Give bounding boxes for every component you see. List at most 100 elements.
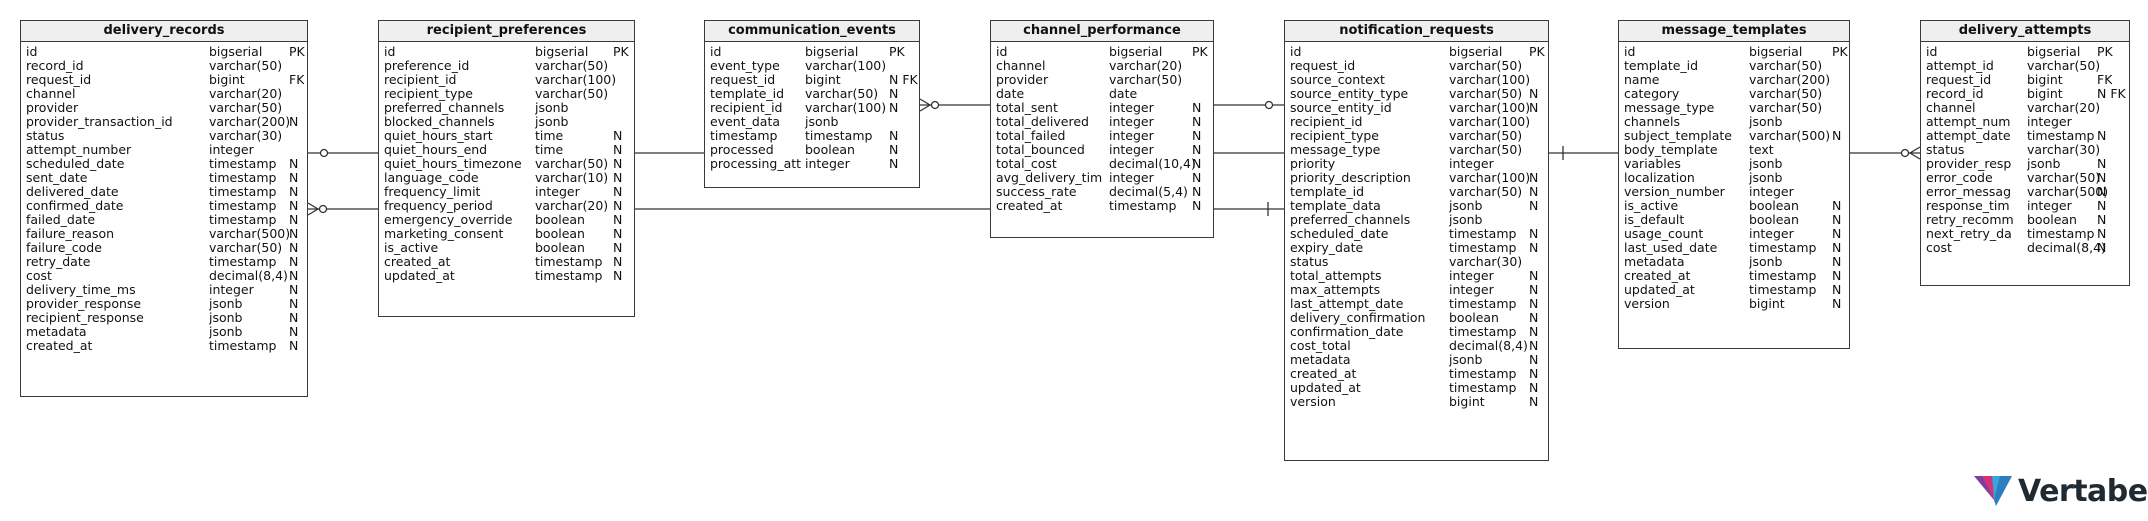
column-type: varchar(100) — [1449, 73, 1531, 87]
column-flag: N — [613, 269, 623, 283]
column-name: frequency_period — [384, 199, 493, 213]
column-name: total_cost — [996, 157, 1057, 171]
column-type: timestamp — [535, 255, 603, 269]
column-flag: N — [1529, 311, 1539, 325]
column-name: quiet_hours_start — [384, 129, 493, 143]
column-type: integer — [535, 185, 580, 199]
column-name: category — [1624, 87, 1680, 101]
column-type: varchar(100) — [535, 73, 617, 87]
column-type: boolean — [2027, 213, 2077, 227]
column-name: scheduled_date — [1290, 227, 1389, 241]
column-flag: PK — [289, 45, 305, 59]
column-flag: N — [289, 157, 299, 171]
column-type: jsonb — [535, 101, 569, 115]
column-type: varchar(50) — [535, 59, 609, 73]
column-name: processing_att — [710, 157, 802, 171]
column-name: status — [1926, 143, 1965, 157]
column-type: varchar(50) — [805, 87, 879, 101]
column-flag: N — [613, 185, 623, 199]
column-name: attempt_date — [1926, 129, 2011, 143]
column-flag: N — [289, 283, 299, 297]
column-flag: N — [1832, 129, 1842, 143]
column-name: localization — [1624, 171, 1695, 185]
column-name: version — [1624, 297, 1670, 311]
column-type: integer — [1109, 115, 1154, 129]
column-type: timestamp — [535, 269, 603, 283]
column-flag: N FK — [889, 73, 918, 87]
column-flag: N — [889, 157, 899, 171]
column-flag: N — [1529, 297, 1539, 311]
column-name: request_id — [1926, 73, 1992, 87]
column-type: jsonb — [1449, 199, 1483, 213]
column-name: channel — [26, 87, 76, 101]
column-flag: N — [1192, 143, 1202, 157]
column-name: metadata — [1290, 353, 1351, 367]
column-flag: N — [1529, 227, 1539, 241]
column-name: request_id — [26, 73, 92, 87]
column-type: bigint — [805, 73, 841, 87]
column-name: timestamp — [710, 129, 778, 143]
column-type: varchar(10) — [535, 171, 609, 185]
column-flag: N — [613, 213, 623, 227]
column-type: timestamp — [209, 213, 277, 227]
column-name: message_type — [1624, 101, 1715, 115]
column-name: cost — [26, 269, 52, 283]
column-type: integer — [2027, 199, 2072, 213]
column-type: varchar(30) — [209, 129, 283, 143]
column-name: blocked_channels — [384, 115, 495, 129]
column-flag: N — [1832, 227, 1842, 241]
column-flag: N — [1192, 157, 1202, 171]
column-name: id — [710, 45, 722, 59]
column-type: varchar(100) — [805, 59, 887, 73]
column-flag: N — [1832, 241, 1842, 255]
column-type: bigint — [2027, 73, 2063, 87]
vertabelo-logo-icon — [1974, 476, 2012, 506]
column-type: varchar(50) — [209, 101, 283, 115]
column-type: varchar(50) — [1449, 129, 1523, 143]
column-name: attempt_number — [26, 143, 132, 157]
table-title: delivery_records — [21, 21, 307, 42]
column-type: jsonb — [805, 115, 839, 129]
column-type: varchar(30) — [1449, 255, 1523, 269]
column-type: decimal(5,4) — [1109, 185, 1188, 199]
column-type: timestamp — [1109, 199, 1177, 213]
column-flag: N — [889, 101, 899, 115]
column-name: provider_resp — [1926, 157, 2012, 171]
column-flag: N — [2097, 199, 2107, 213]
column-type: boolean — [535, 213, 585, 227]
column-type: integer — [1109, 101, 1154, 115]
column-flag: N FK — [2097, 87, 2126, 101]
column-type: varchar(50) — [535, 87, 609, 101]
column-type: varchar(50) — [535, 157, 609, 171]
